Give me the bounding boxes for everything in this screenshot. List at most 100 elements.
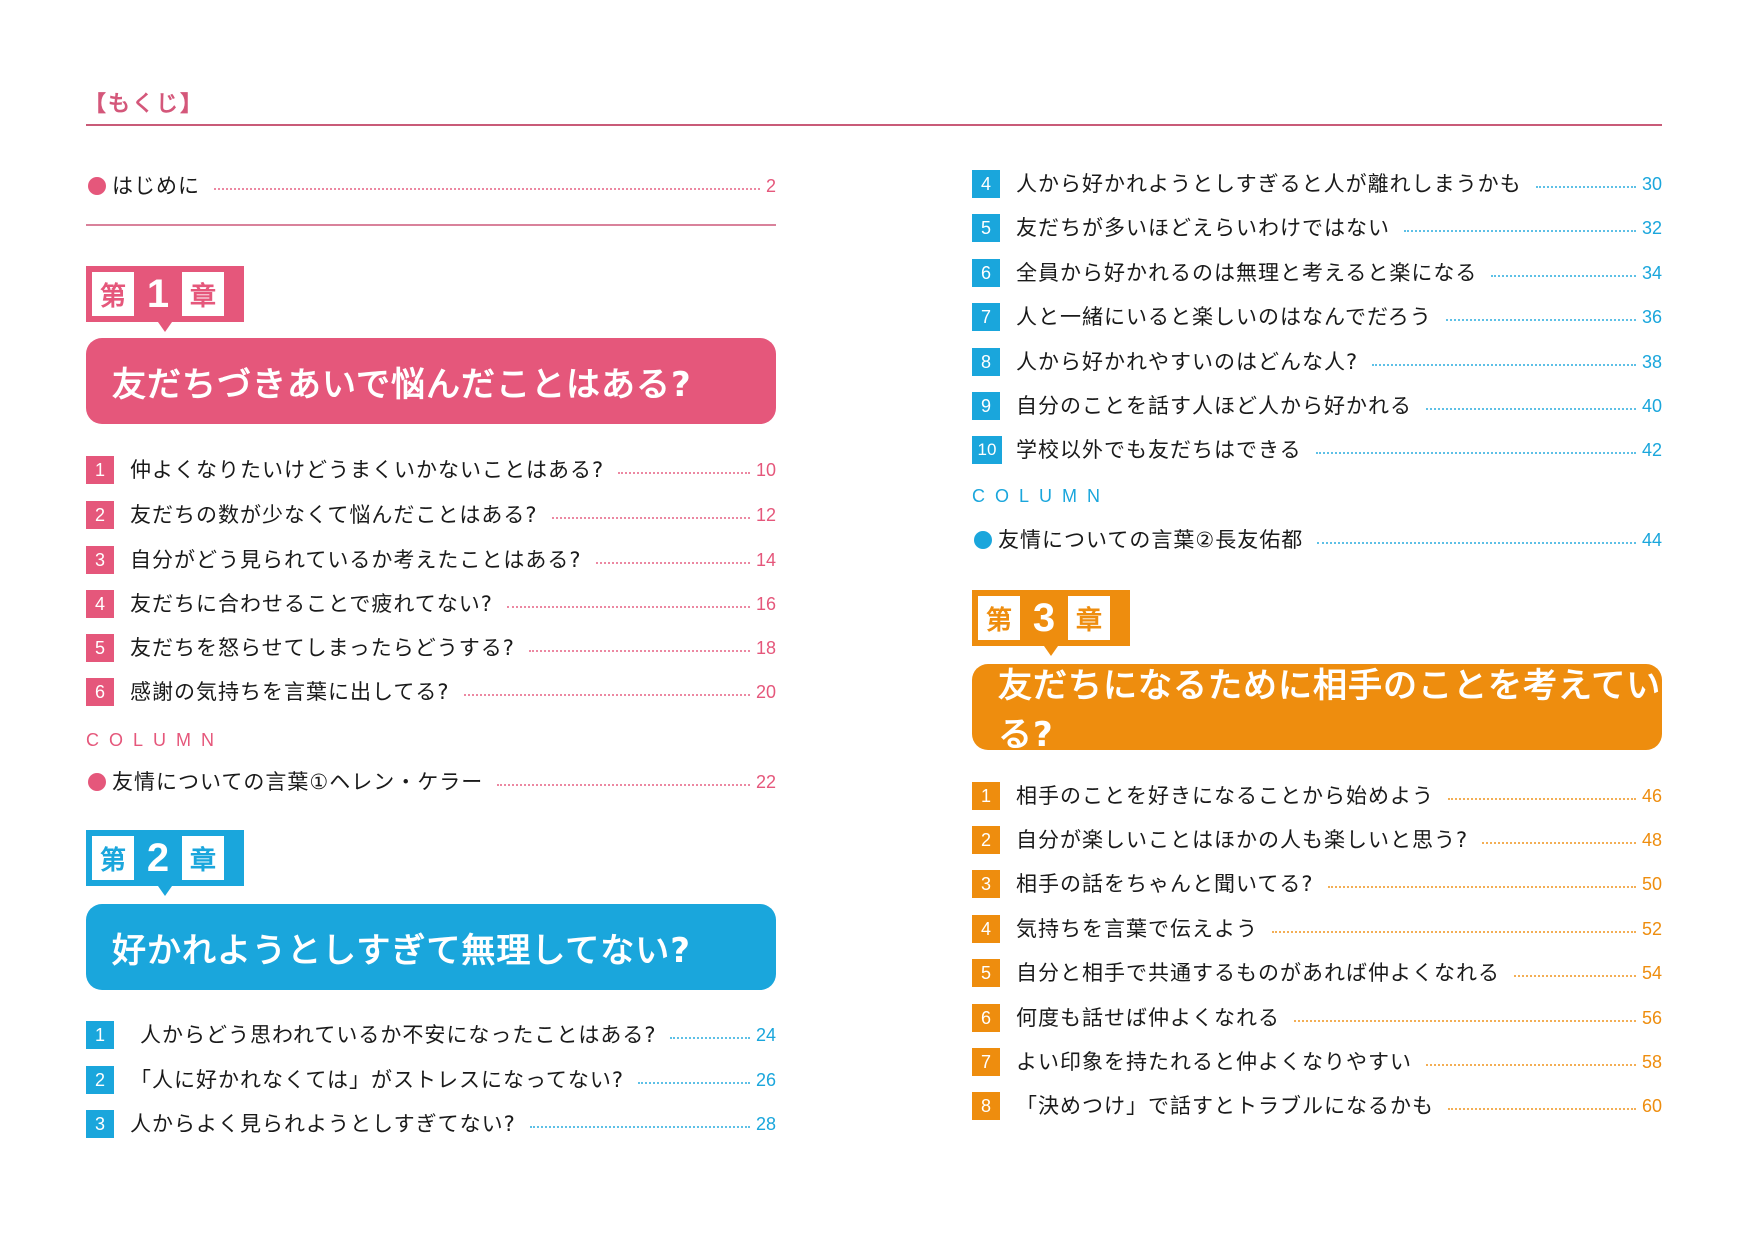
toc-entry[interactable]: 4 友だちに合わせることで疲れてない? 16 [86, 584, 776, 618]
page-number: 16 [755, 594, 776, 614]
item-number: 5 [86, 634, 114, 662]
item-number: 7 [972, 303, 1000, 331]
toc-entry[interactable]: 9 自分のことを話す人ほど人から好かれる 40 [972, 386, 1662, 420]
item-number: 5 [972, 214, 1000, 242]
toc-entry[interactable]: 1 相手のことを好きになることから始めよう 46 [972, 776, 1662, 810]
item-number: 6 [972, 1004, 1000, 1032]
toc-entry[interactable]: 5 友だちが多いほどえらいわけではない 32 [972, 208, 1662, 242]
page-number: 12 [755, 505, 776, 525]
page-number: 56 [1641, 1008, 1662, 1028]
chapter-suffix: 章 [182, 836, 224, 880]
toc-entry[interactable]: 4 気持ちを言葉で伝えよう 52 [972, 909, 1662, 943]
page-number: 58 [1641, 1052, 1662, 1072]
toc-entry-label: はじめに [112, 174, 200, 198]
chapter-2-title[interactable]: 好かれようとしすぎて無理してない? [86, 904, 776, 990]
chapter-number: 2 [146, 835, 170, 880]
leader-dots [1535, 186, 1636, 188]
page-number: 30 [1641, 174, 1662, 194]
chapter-suffix: 章 [1068, 596, 1110, 640]
leader-dots [1482, 842, 1636, 844]
toc-entry[interactable]: 4 人から好かれようとしすぎると人が離れしまうかも 30 [972, 164, 1662, 198]
toc-entry-label: 人から好かれやすいのはどんな人? [1016, 350, 1359, 374]
page-number: 2 [765, 176, 776, 196]
leader-dots [670, 1037, 750, 1039]
leader-dots [1317, 542, 1636, 544]
badge-pointer [1044, 646, 1058, 656]
chapter-3-badge: 第 3 章 [972, 590, 1130, 656]
badge-pointer [158, 886, 172, 896]
page-number: 54 [1641, 963, 1662, 983]
toc-entry-label: 相手の話をちゃんと聞いてる? [1016, 872, 1314, 896]
item-number: 7 [972, 1048, 1000, 1076]
item-number: 4 [972, 915, 1000, 943]
bullet-icon [974, 531, 992, 549]
page-number: 14 [755, 550, 776, 570]
toc-entry[interactable]: 2 友だちの数が少なくて悩んだことはある? 12 [86, 495, 776, 529]
toc-entry-label: 友だちを怒らせてしまったらどうする? [130, 636, 515, 660]
leader-dots [1372, 364, 1636, 366]
item-number: 2 [86, 501, 114, 529]
page-number: 38 [1641, 352, 1662, 372]
item-number: 10 [972, 436, 1002, 464]
leader-dots [529, 1126, 750, 1128]
toc-entry-label: 人と一緒にいると楽しいのはなんでだろう [1016, 305, 1432, 329]
page-number: 24 [755, 1025, 776, 1045]
leader-dots [1426, 1064, 1636, 1066]
item-number: 4 [86, 590, 114, 618]
toc-entry-label: 友だちが多いほどえらいわけではない [1016, 216, 1390, 240]
toc-entry[interactable]: 6 感謝の気持ちを言葉に出してる? 20 [86, 672, 776, 706]
toc-entry[interactable]: 6 何度も話せば仲よくなれる 56 [972, 998, 1662, 1032]
toc-entry-label: よい印象を持たれると仲よくなりやすい [1016, 1050, 1412, 1074]
item-number: 3 [86, 1110, 114, 1138]
leader-dots [214, 188, 760, 190]
toc-entry[interactable]: 7 よい印象を持たれると仲よくなりやすい 58 [972, 1042, 1662, 1076]
column-heading: COLUMN [86, 730, 225, 750]
toc-entry-label: 人から好かれようとしすぎると人が離れしまうかも [1016, 172, 1522, 196]
chapter-1-title[interactable]: 友だちづきあいで悩んだことはある? [86, 338, 776, 424]
page-number: 20 [755, 682, 776, 702]
toc-entry[interactable]: 3 相手の話をちゃんと聞いてる? 50 [972, 864, 1662, 898]
page-number: 48 [1641, 830, 1662, 850]
toc-entry[interactable]: 1 仲よくなりたいけどうまくいかないことはある? 10 [86, 450, 776, 484]
leader-dots [1327, 886, 1636, 888]
toc-entry[interactable]: 10 学校以外でも友だちはできる 42 [972, 430, 1662, 464]
toc-entry-label: 人からよく見られようとしすぎてない? [130, 1112, 516, 1136]
page-number: 60 [1641, 1096, 1662, 1116]
toc-entry-label: 自分のことを話す人ほど人から好かれる [1016, 394, 1412, 418]
header-rule [86, 124, 1662, 126]
chapter-suffix: 章 [182, 272, 224, 316]
toc-entry[interactable]: 3 人からよく見られようとしすぎてない? 28 [86, 1104, 776, 1138]
toc-entry[interactable]: 5 友だちを怒らせてしまったらどうする? 18 [86, 628, 776, 662]
toc-entry-intro[interactable]: はじめに 2 [86, 166, 776, 200]
item-number: 8 [972, 1092, 1000, 1120]
page-number: 10 [755, 460, 776, 480]
toc-entry-label: 相手のことを好きになることから始めよう [1016, 784, 1434, 808]
item-number: 1 [86, 1021, 114, 1049]
page-number: 34 [1641, 263, 1662, 283]
toc-entry-column[interactable]: 友情についての言葉①ヘレン・ケラー 22 [86, 762, 776, 796]
toc-entry[interactable]: 8 「決めつけ」で話すとトラブルになるかも 60 [972, 1086, 1662, 1120]
toc-entry-column[interactable]: 友情についての言葉②長友佑都 44 [972, 520, 1662, 554]
chapter-prefix: 第 [978, 596, 1020, 640]
item-number: 1 [86, 456, 114, 484]
toc-entry[interactable]: 7 人と一緒にいると楽しいのはなんでだろう 36 [972, 297, 1662, 331]
chapter-1-badge: 第 1 章 [86, 266, 244, 332]
item-number: 2 [86, 1066, 114, 1094]
toc-entry[interactable]: 6 全員から好かれるのは無理と考えると楽になる 34 [972, 253, 1662, 287]
toc-entry[interactable]: 1 人からどう思われているか不安になったことはある? 24 [86, 1015, 776, 1049]
page-number: 46 [1641, 786, 1662, 806]
toc-entry-label: 全員から好かれるのは無理と考えると楽になる [1016, 261, 1478, 285]
column-heading: COLUMN [972, 486, 1111, 506]
toc-entry[interactable]: 8 人から好かれやすいのはどんな人? 38 [972, 342, 1662, 376]
leader-dots [1491, 275, 1636, 277]
toc-entry[interactable]: 3 自分がどう見られているか考えたことはある? 14 [86, 540, 776, 574]
chapter-3-title[interactable]: 友だちになるために相手のことを考えている? [972, 664, 1662, 755]
leader-dots [1514, 975, 1636, 977]
toc-entry[interactable]: 5 自分と相手で共通するものがあれば仲よくなれる 54 [972, 953, 1662, 987]
toc-entry-label: 仲よくなりたいけどうまくいかないことはある? [130, 458, 605, 482]
toc-entry[interactable]: 2 「人に好かれなくては」がストレスになってない? 26 [86, 1060, 776, 1094]
item-number: 4 [972, 170, 1000, 198]
item-number: 1 [972, 782, 1000, 810]
item-number: 9 [972, 392, 1000, 420]
toc-entry[interactable]: 2 自分が楽しいことはほかの人も楽しいと思う? 48 [972, 820, 1662, 854]
